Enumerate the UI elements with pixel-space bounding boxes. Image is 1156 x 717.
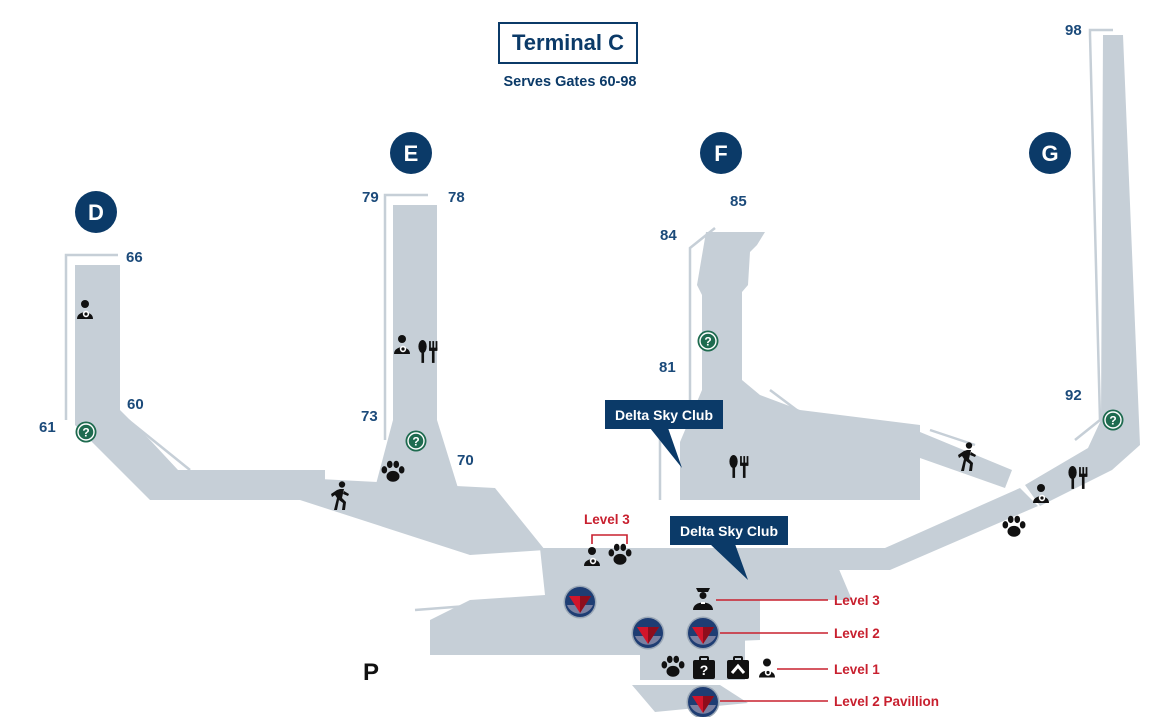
concourse-f-marker[interactable]: F: [700, 132, 742, 174]
sky-club-callout-hub[interactable]: Delta Sky Club: [670, 516, 788, 580]
gate-92: 92: [1065, 387, 1082, 404]
terminal-subtitle: Serves Gates 60-98: [503, 74, 637, 90]
info-desk-icon[interactable]: [75, 421, 97, 443]
gate-78: 78: [448, 189, 465, 206]
nursing-room-icon[interactable]: [759, 658, 775, 678]
gate-81: 81: [659, 359, 676, 376]
sky-club-label: Delta Sky Club: [615, 407, 713, 423]
concourse-d-marker[interactable]: D: [75, 191, 117, 233]
baggage-service-icon[interactable]: [692, 656, 716, 680]
level-3-label: Level 3: [834, 593, 880, 608]
terminal-floorplan: [75, 35, 1140, 712]
info-desk-icon[interactable]: [697, 330, 719, 352]
level-leader-lines: [716, 599, 828, 702]
gate-60: 60: [127, 396, 144, 413]
sky-club-label: Delta Sky Club: [680, 523, 778, 539]
gate-73: 73: [361, 408, 378, 425]
parking-label[interactable]: P: [363, 659, 379, 686]
gate-66: 66: [126, 249, 143, 266]
gate-84: 84: [660, 227, 677, 244]
info-desk-icon[interactable]: [1102, 409, 1124, 431]
gate-98: 98: [1065, 22, 1082, 39]
delta-ticketing-icon[interactable]: [686, 685, 720, 717]
concourse-g-label: G: [1041, 141, 1058, 166]
level-bracket: [591, 534, 628, 544]
level-2-pavillion-label: Level 2 Pavillion: [834, 694, 939, 709]
delta-ticketing-icon[interactable]: [686, 616, 720, 650]
level-1-label: Level 1: [834, 662, 880, 677]
info-desk-icon[interactable]: [405, 430, 427, 452]
gate-79: 79: [362, 189, 379, 206]
concourse-d-label: D: [88, 200, 104, 225]
delta-ticketing-icon[interactable]: [631, 616, 665, 650]
delta-ticketing-icon[interactable]: [563, 585, 597, 619]
level-2-label: Level 2: [834, 626, 880, 641]
baggage-claim-icon[interactable]: [726, 656, 750, 680]
concourse-f-label: F: [714, 141, 727, 166]
terminal-outline: [64, 28, 1113, 612]
terminal-title: Terminal C: [498, 22, 638, 64]
gate-70: 70: [457, 452, 474, 469]
gate-61: 61: [39, 419, 56, 436]
concourse-g-marker[interactable]: G: [1029, 132, 1071, 174]
gate-85: 85: [730, 193, 747, 210]
concourse-e-label: E: [404, 141, 419, 166]
concourse-e-marker[interactable]: E: [390, 132, 432, 174]
terminal-title-text: Terminal C: [511, 30, 625, 55]
level-3-top-label: Level 3: [584, 512, 630, 527]
sky-club-callout-f[interactable]: Delta Sky Club: [605, 400, 723, 468]
